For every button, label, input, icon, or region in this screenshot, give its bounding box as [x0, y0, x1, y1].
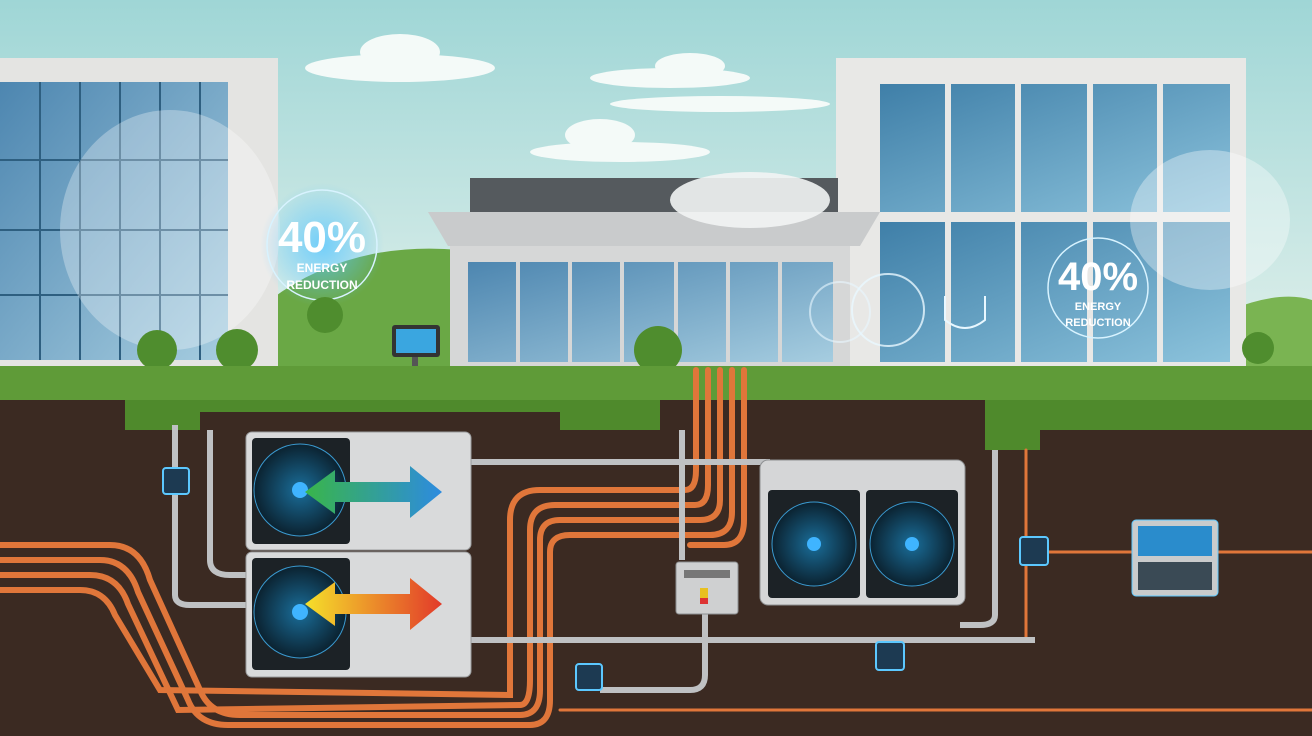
energy-badge-left: 40% ENERGY REDUCTION: [260, 183, 384, 307]
sensor-icon: [1019, 536, 1049, 566]
iot-sensors: [162, 467, 1049, 691]
heating-arrow: [305, 578, 442, 630]
badge-value: 40%: [1058, 255, 1138, 299]
info-kiosk: [392, 325, 440, 371]
sensor-icon: [875, 641, 905, 671]
control-panel: [675, 561, 739, 615]
heat-pump-unit-top: [245, 431, 472, 551]
cooling-arrow: [305, 466, 442, 518]
energy-badge-right: 40% ENERGY REDUCTION: [1047, 237, 1149, 339]
right-building: [836, 58, 1290, 368]
heat-pump-unit-bottom: [245, 551, 472, 678]
grass-edge: [125, 400, 1312, 450]
clouds: [305, 34, 830, 162]
soil: [0, 400, 1312, 736]
center-building: [428, 172, 880, 368]
sensor-icon: [162, 467, 190, 495]
outdoor-condenser-unit: [759, 459, 966, 606]
grass: [0, 366, 1312, 402]
badge-line2: REDUCTION: [1065, 317, 1130, 329]
geothermal-pipes: [0, 367, 1312, 728]
badge-value: 40%: [278, 213, 366, 262]
badge-line1: ENERGY: [297, 261, 348, 275]
sensor-icon: [575, 663, 603, 691]
shrubs: [137, 297, 1274, 374]
smart-monitor-panel: [1131, 519, 1219, 597]
coolant-lines: [172, 425, 1035, 693]
left-building: [0, 58, 280, 370]
badge-line2: REDUCTION: [286, 278, 357, 292]
badge-line1: ENERGY: [1075, 301, 1122, 313]
